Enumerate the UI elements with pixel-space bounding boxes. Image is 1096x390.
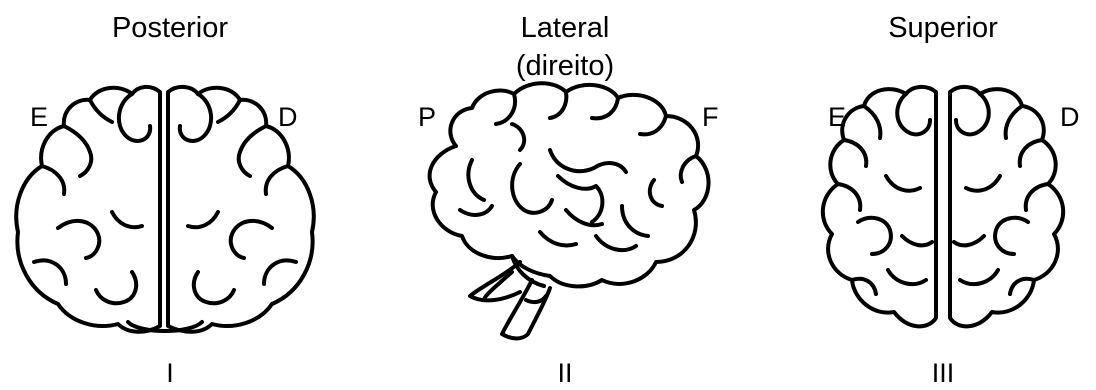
panel-posterior: Posterior E D I [0, 0, 340, 390]
panel-lateral: Lateral (direito) P F II [400, 0, 730, 390]
panel-number: I [0, 360, 340, 387]
brain-superior-illustration [790, 0, 1096, 360]
panel-number: II [400, 360, 730, 387]
panel-number: III [790, 360, 1096, 387]
brain-posterior-illustration [0, 0, 340, 360]
panel-superior: Superior E D III [790, 0, 1096, 390]
brain-lateral-illustration [400, 0, 730, 360]
